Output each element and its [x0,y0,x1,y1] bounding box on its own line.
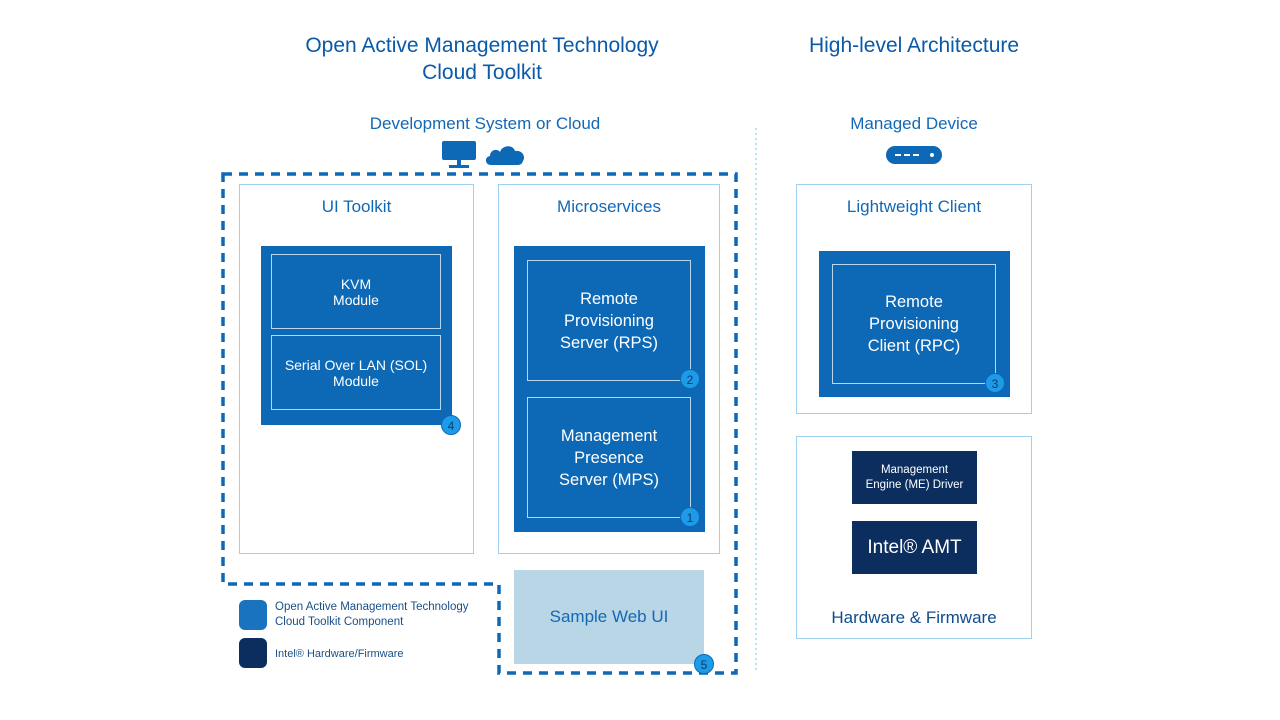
sol-module: Serial Over LAN (SOL) Module [271,335,441,410]
microservices-title: Microservices [557,197,661,216]
intel-amt-box: Intel® AMT [852,521,977,574]
badge-4: 4 [441,415,461,435]
legend-component-swatch [239,600,267,630]
dev-system-label: Development System or Cloud [369,114,601,133]
toolkit-title: Open Active Management Technology Cloud … [305,34,659,84]
device-icon [886,146,942,164]
rps-box: Remote Provisioning Server (RPS) [527,260,691,381]
monitor-icon [442,141,476,168]
ui-toolkit-title: UI Toolkit [321,197,392,216]
badge-5: 5 [694,654,714,674]
mps-box: Management Presence Server (MPS) [527,397,691,518]
cloud-icon [485,146,525,165]
sample-web-ui-label: Sample Web UI [549,607,669,626]
microservices-block: Remote Provisioning Server (RPS) Managem… [514,246,705,532]
rpc-block: Remote Provisioning Client (RPC) [819,251,1010,397]
legend-component-text: Open Active Management Technology Cloud … [275,601,469,628]
ui-toolkit-modules: KVM Module Serial Over LAN (SOL) Module [261,246,452,425]
legend-hardware-swatch [239,638,267,668]
sample-web-ui: Sample Web UI [514,570,704,664]
badge-2: 2 [680,369,700,389]
kvm-module: KVM Module [271,254,441,329]
managed-device-label: Managed Device [850,114,978,133]
legend-hardware-text: Intel® Hardware/Firmware [275,648,404,660]
hardware-label: Hardware & Firmware [831,608,997,627]
badge-3: 3 [985,373,1005,393]
rpc-box: Remote Provisioning Client (RPC) [832,264,996,384]
badge-1: 1 [680,507,700,527]
me-driver-box: Management Engine (ME) Driver [852,451,977,504]
architecture-title: High-level Architecture [808,34,1020,57]
lightweight-client-title: Lightweight Client [846,197,982,216]
